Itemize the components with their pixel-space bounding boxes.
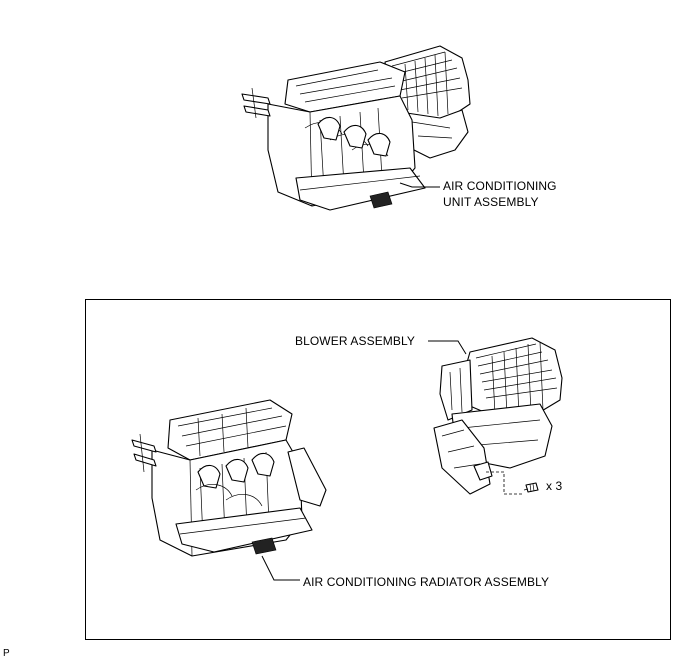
label-screw-quantity: x 3 xyxy=(546,479,563,493)
radiator-assembly-illustration xyxy=(131,399,327,557)
label-radiator-assembly: AIR CONDITIONING RADIATOR ASSEMBLY xyxy=(303,575,550,589)
disassembly-frame xyxy=(85,299,671,640)
label-ac-unit-line1: AIR CONDITIONING xyxy=(443,179,557,193)
label-ac-unit-line2: UNIT ASSEMBLY xyxy=(443,195,539,209)
blower-assembly-illustration xyxy=(433,337,563,495)
ac-unit-assembly-illustration xyxy=(241,45,471,211)
screw-icon xyxy=(523,482,539,493)
corner-mark: P xyxy=(3,648,10,659)
leader-blower xyxy=(428,340,467,355)
screw-dashed-line xyxy=(486,471,524,495)
leader-radiator xyxy=(261,555,300,581)
label-blower-assembly: BLOWER ASSEMBLY xyxy=(295,334,415,348)
leader-ac-unit xyxy=(399,182,440,188)
